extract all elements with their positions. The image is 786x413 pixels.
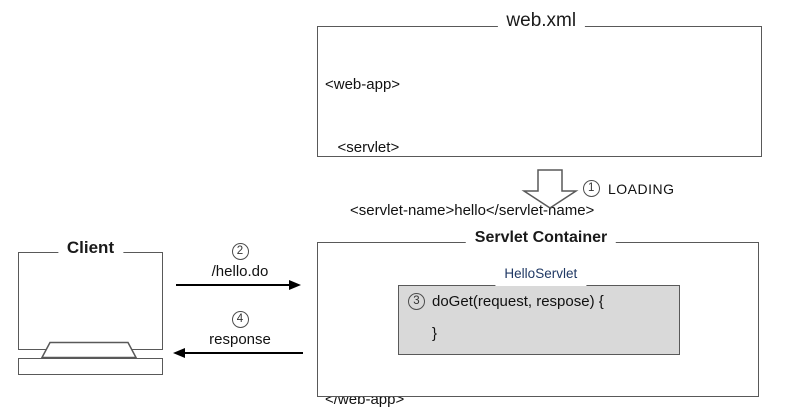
xml-code-line: <servlet> bbox=[325, 139, 400, 156]
request-arrow-icon bbox=[176, 280, 301, 290]
helloservlet-label: HelloServlet bbox=[495, 266, 587, 286]
doget-step-badge: 3 bbox=[408, 293, 425, 310]
xml-code-line: <web-app> bbox=[325, 76, 401, 93]
servlet-container-title: Servlet Container bbox=[465, 229, 617, 251]
loading-step-badge: 1 bbox=[583, 180, 600, 197]
response-step: 4 response bbox=[190, 308, 290, 349]
loading-label: LOADING bbox=[608, 180, 675, 197]
client-base bbox=[18, 358, 163, 375]
request-step-badge: 2 bbox=[231, 243, 249, 260]
webxml-box: web.xml <web-app> <servlet> <servlet-nam… bbox=[317, 10, 762, 408]
doget-code-close: } bbox=[432, 325, 438, 342]
response-step-badge: 4 bbox=[231, 311, 249, 328]
doget-code-line: 3 doGet(request, respose) { bbox=[399, 286, 679, 310]
client-screen: Client bbox=[18, 238, 163, 350]
helloservlet-box: HelloServlet 3 doGet(request, respose) {… bbox=[398, 266, 680, 355]
request-step: 2 /hello.do bbox=[190, 240, 290, 281]
webxml-title: web.xml bbox=[497, 10, 586, 35]
request-label: /hello.do bbox=[211, 263, 269, 280]
doget-code-open: doGet(request, respose) { bbox=[432, 293, 604, 310]
response-label: response bbox=[209, 331, 271, 348]
loading-step: 1 LOADING bbox=[583, 180, 675, 197]
response-arrow-icon bbox=[173, 348, 303, 358]
xml-code-line: <servlet-name>hello</servlet-name> bbox=[325, 202, 595, 219]
client-title: Client bbox=[57, 238, 124, 261]
